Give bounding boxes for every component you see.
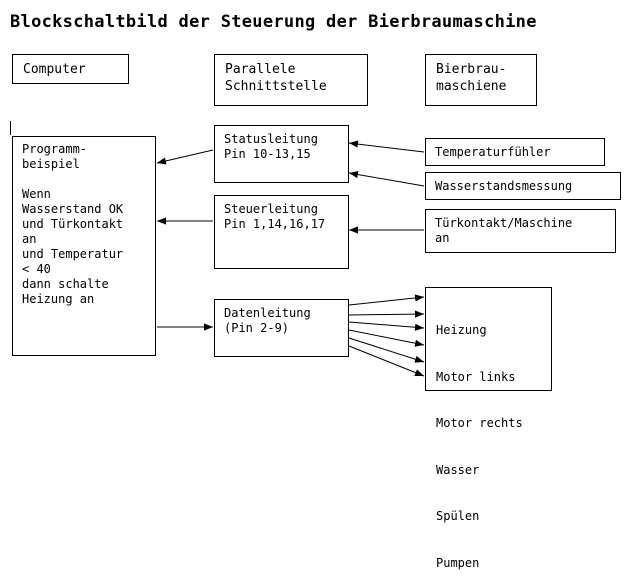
arrow-data-to-motor-left xyxy=(348,310,425,318)
connection-arrows xyxy=(156,140,425,377)
corner-tick xyxy=(10,121,11,135)
arrow-data-to-water xyxy=(348,329,425,347)
arrow-data-to-heating xyxy=(348,294,425,306)
arrow-data-to-pumps xyxy=(348,345,425,377)
output-rinse: Spülen xyxy=(436,509,480,523)
data-line-box: Datenleitung (Pin 2-9) xyxy=(214,299,349,357)
status-line-box: Statusleitung Pin 10-13,15 xyxy=(214,125,349,183)
actuators-box: Heizung Motor links Motor rechts Wasser … xyxy=(425,287,552,570)
temperature-sensor-box: Temperaturfühler xyxy=(425,138,605,166)
output-motor-left: Motor links xyxy=(436,369,516,384)
output-heating: Heizung xyxy=(436,323,487,337)
output-motor-right: Motor rechts xyxy=(436,416,523,430)
program-example-box: Programm- beispiel Wenn Wasserstand OK u… xyxy=(12,136,156,356)
control-line-box: Steuerleitung Pin 1,14,16,17 xyxy=(214,195,349,269)
arrow-status-to-computer xyxy=(156,149,214,165)
machine-header-box: Bierbrau- maschiene xyxy=(425,54,537,106)
interface-header-box: Parallele Schnittstelle xyxy=(214,54,368,106)
arrow-data-to-motor-right xyxy=(348,321,425,331)
output-water: Wasser xyxy=(436,462,480,477)
door-contact-box: Türkontakt/Maschine an xyxy=(425,209,616,253)
arrow-temp-to-status xyxy=(348,140,425,153)
water-level-box: Wasserstandsmessung xyxy=(425,172,621,200)
output-pumps: Pumpen xyxy=(436,555,480,570)
arrow-data-to-rinse xyxy=(348,337,425,363)
arrow-water-to-status xyxy=(348,170,425,187)
page-title: Blockschaltbild der Steuerung der Bierbr… xyxy=(10,12,537,32)
computer-header-box: Computer xyxy=(12,54,129,84)
